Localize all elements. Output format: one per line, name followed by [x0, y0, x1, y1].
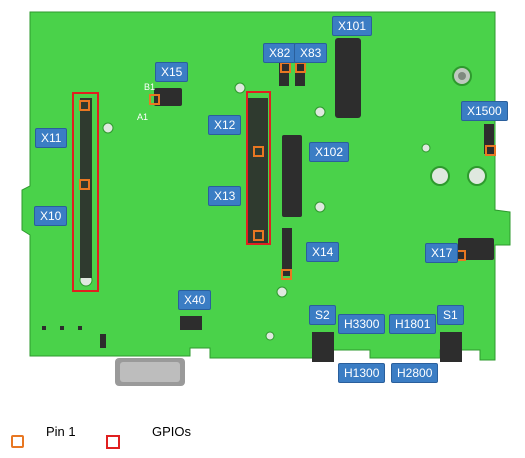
label-x17: X17 — [425, 243, 459, 263]
label-x83: X83 — [294, 43, 328, 63]
label-x101: X101 — [332, 16, 373, 36]
label-x40: X40 — [178, 290, 212, 310]
x102-connector — [282, 135, 302, 217]
label-x11: X11 — [35, 128, 68, 148]
label-x102: X102 — [309, 142, 350, 162]
gpio-box-left — [72, 92, 99, 292]
label-x1500: X1500 — [461, 101, 508, 121]
label-s2: S2 — [309, 305, 336, 325]
label-s1: S1 — [437, 305, 464, 325]
label-h1300: H1300 — [338, 363, 386, 383]
legend-gpio-swatch — [106, 435, 120, 449]
legend-pin1-swatch — [11, 435, 24, 448]
label-h1801: H1801 — [389, 314, 437, 334]
x101-connector — [335, 38, 361, 118]
pcb-drawing — [21, 11, 511, 386]
pin1-markers — [79, 62, 496, 280]
label-h3300: H3300 — [338, 314, 386, 334]
label-a1: A1 — [137, 112, 149, 122]
gpio-box-center — [246, 91, 271, 245]
legend-gpio-label: GPIOs — [152, 424, 192, 439]
label-x10: X10 — [34, 206, 68, 226]
label-b1: B1 — [144, 82, 156, 92]
legend-pin1-label: Pin 1 — [46, 424, 76, 439]
label-x13: X13 — [208, 186, 242, 206]
label-h2800: H2800 — [391, 363, 439, 383]
label-x14: X14 — [306, 242, 340, 262]
label-x82: X82 — [263, 43, 297, 63]
label-x15: X15 — [155, 62, 189, 82]
label-x12: X12 — [208, 115, 242, 135]
